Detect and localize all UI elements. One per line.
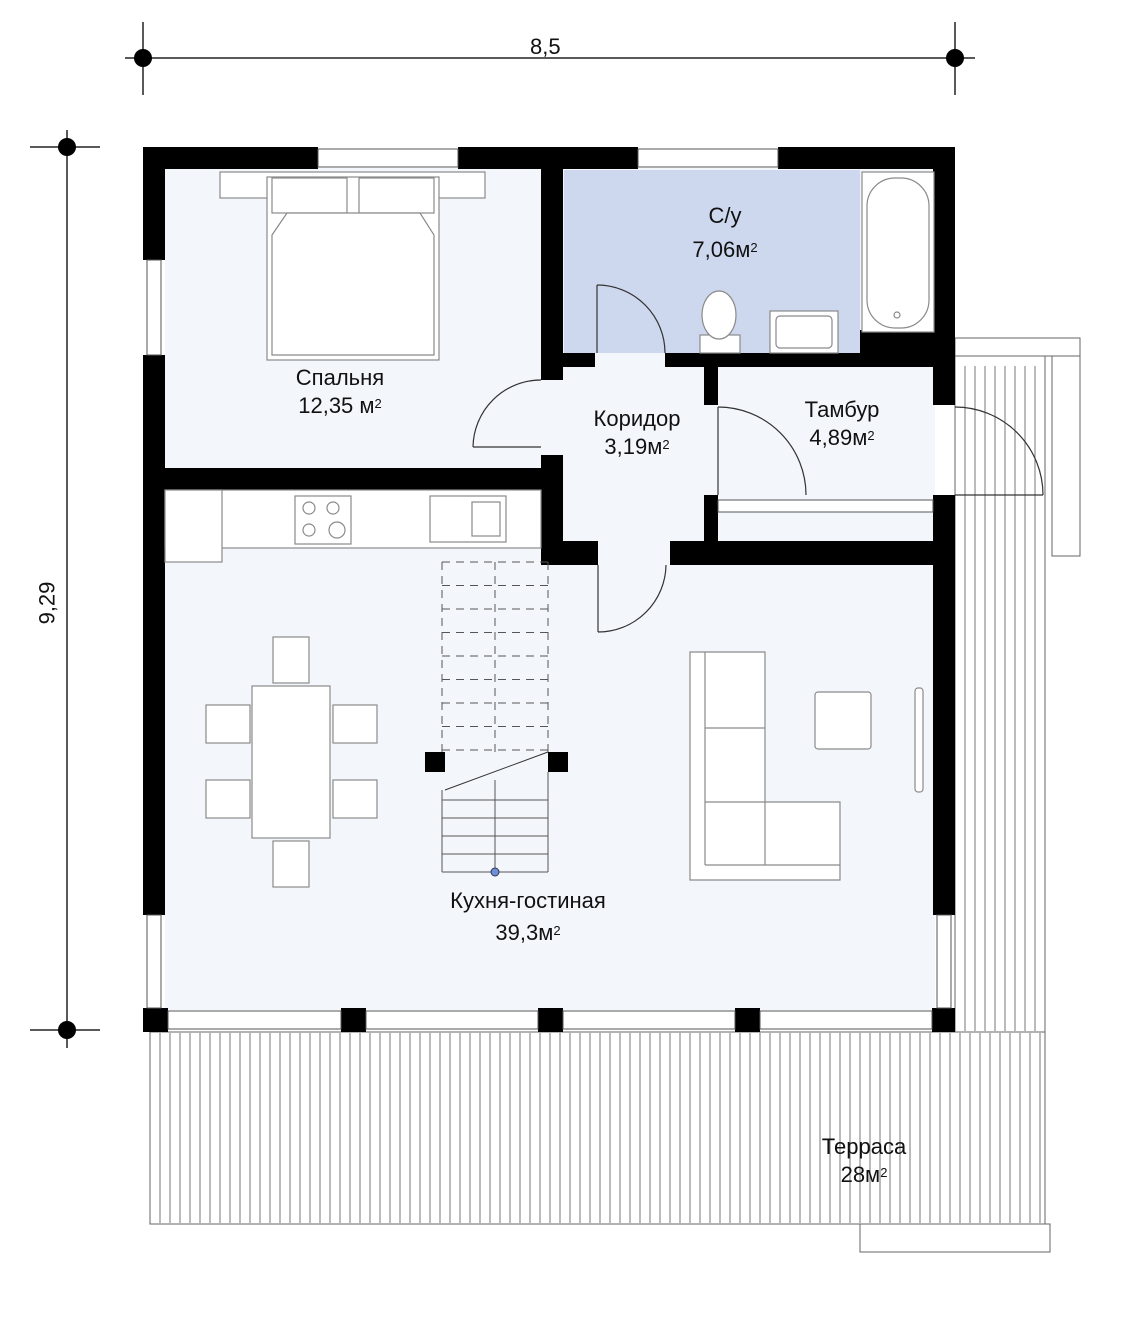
room-area: 3,19м2 xyxy=(604,434,670,459)
room-area: 28м2 xyxy=(840,1162,888,1187)
room-label-living: Кухня-гостиная 39,3м2 xyxy=(418,887,638,947)
doors xyxy=(472,284,1044,633)
room-label-vestibule: Тамбур 4,89м2 xyxy=(772,396,912,452)
height-dimension-label: 9,29 xyxy=(34,581,60,625)
room-label-bathroom: С/у 7,06м2 xyxy=(655,202,795,264)
dimension-dot xyxy=(134,49,152,67)
room-name: Тамбур xyxy=(804,397,880,422)
room-area: 12,35 м2 xyxy=(298,393,382,418)
stair-start-dot xyxy=(490,867,500,877)
stairs xyxy=(441,561,549,873)
room-label-bedroom: Спальня 12,35 м2 xyxy=(270,364,410,420)
room-name: Спальня xyxy=(295,365,385,390)
walls xyxy=(143,147,955,1032)
furniture xyxy=(164,171,935,888)
room-label-corridor: Коридор 3,19м2 xyxy=(567,405,707,461)
dimension-dot xyxy=(58,138,76,156)
room-area: 39,3м2 xyxy=(495,920,561,945)
dimension-dot xyxy=(58,1021,76,1039)
room-area: 4,89м2 xyxy=(809,425,875,450)
room-name: Коридор xyxy=(593,406,681,431)
room-name: Терраса xyxy=(821,1134,907,1159)
room-area: 7,06м2 xyxy=(692,237,758,262)
terrace xyxy=(149,337,1081,1253)
windows xyxy=(146,148,952,1030)
room-label-terrace: Терраса 28м2 xyxy=(794,1133,934,1189)
width-dimension-label: 8,5 xyxy=(530,34,561,59)
room-name: Кухня-гостиная xyxy=(450,888,606,913)
room-name: С/у xyxy=(708,203,742,228)
dimension-dot xyxy=(946,49,964,67)
